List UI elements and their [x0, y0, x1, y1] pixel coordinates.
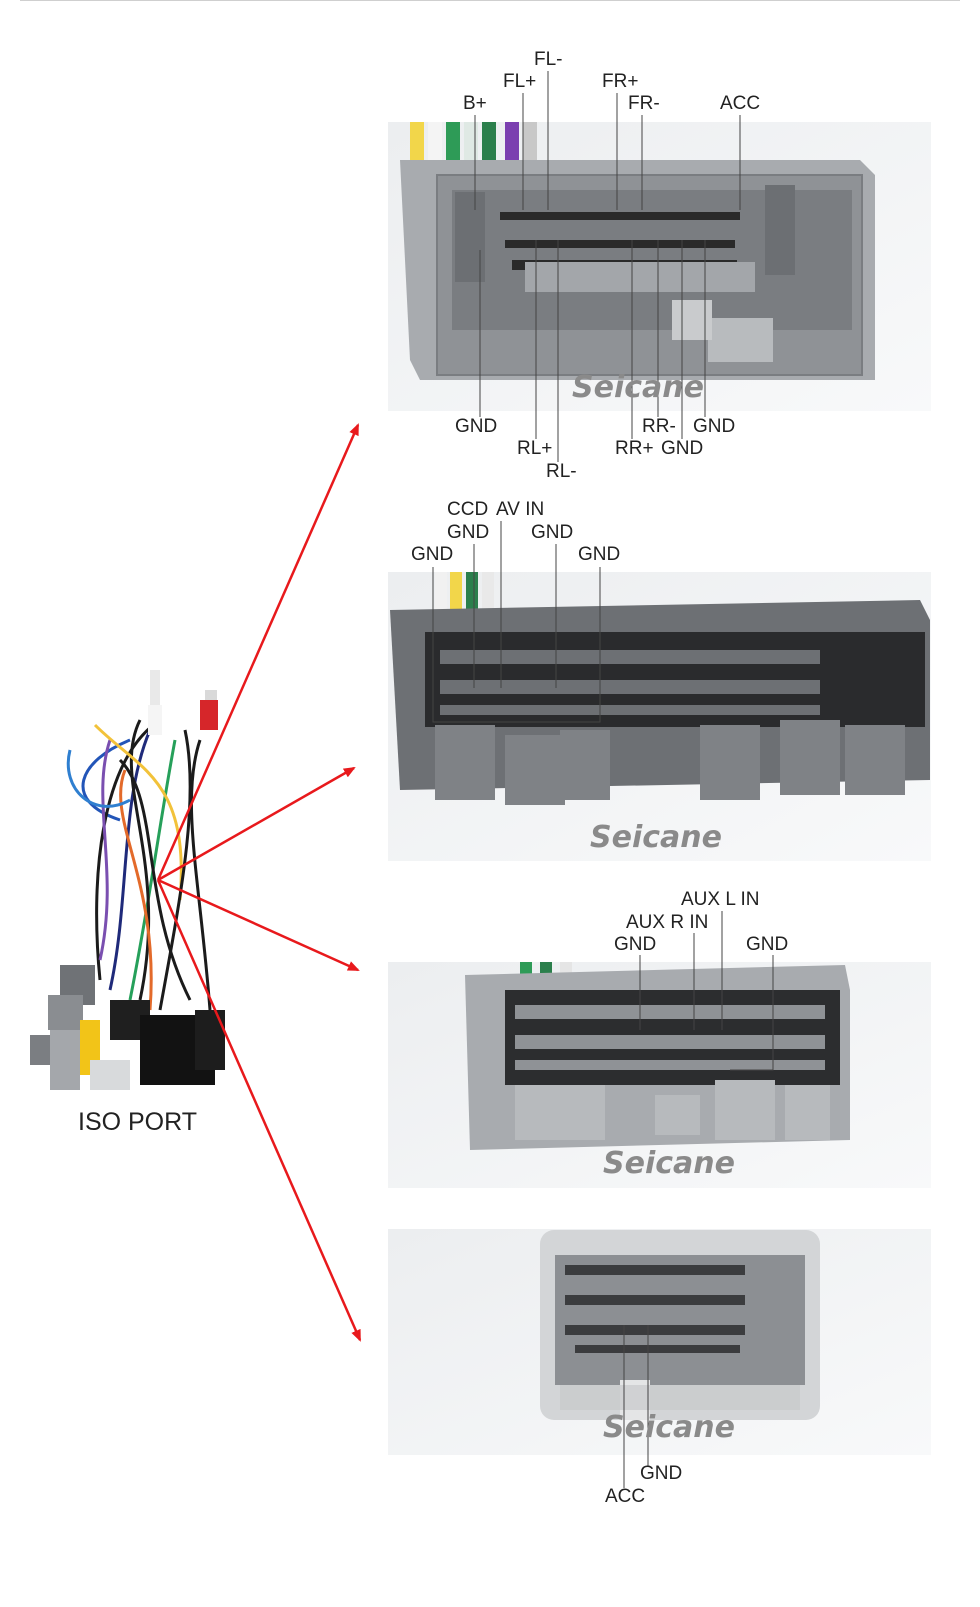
arrow-to-connector-2	[157, 766, 356, 882]
connector-photo-4	[388, 1229, 931, 1455]
pin-label: AV IN	[496, 499, 545, 520]
pin-label: ACC	[720, 93, 761, 114]
connector-photo-3	[388, 962, 931, 1188]
leader-lines-1	[474, 71, 741, 462]
leader-lines-3	[639, 911, 774, 1071]
pin-label: GND	[531, 522, 574, 543]
pointer-arrows	[156, 423, 362, 1342]
pin-label: AUX L IN	[681, 889, 760, 910]
leader-lines-2	[432, 521, 601, 723]
pin-label: AUX R IN	[626, 912, 709, 933]
top-divider	[20, 0, 960, 1]
wire-harness-photo	[30, 670, 225, 1090]
pin-label: RR-	[642, 416, 676, 437]
pin-label: GND	[693, 416, 736, 437]
pin-label: FR-	[628, 93, 660, 114]
pin-label: CCD	[447, 499, 489, 520]
pin-label: GND	[411, 544, 454, 565]
pin-label: RR+	[615, 438, 654, 459]
connector-photo-2	[388, 572, 931, 861]
watermark-4: Seicane	[603, 1410, 735, 1445]
pin-label: RL-	[546, 461, 577, 482]
pin-label: GND	[578, 544, 621, 565]
arrow-to-connector-1	[156, 423, 360, 881]
pin-label: GND	[661, 438, 704, 459]
arrow-to-connector-4	[156, 879, 362, 1342]
pin-label: GND	[614, 934, 657, 955]
pin-label: B+	[463, 93, 487, 114]
pin-label: GND	[746, 934, 789, 955]
pin-label: GND	[455, 416, 498, 437]
pin-label: GND	[447, 522, 490, 543]
pin-label: GND	[640, 1463, 683, 1484]
watermark-1: Seicane	[572, 370, 704, 405]
iso-port-label: ISO PORT	[78, 1108, 198, 1136]
watermark-3: Seicane	[603, 1146, 735, 1181]
arrow-to-connector-3	[157, 878, 360, 972]
pin-label: RL+	[517, 438, 553, 459]
watermark-2: Seicane	[590, 820, 722, 855]
leader-lines-4	[623, 1325, 649, 1488]
pin-label: FL+	[503, 71, 537, 92]
pin-label: ACC	[605, 1486, 646, 1507]
pin-label: FR+	[602, 71, 639, 92]
connector-photo-1	[388, 122, 931, 411]
pin-label: FL-	[534, 49, 563, 70]
